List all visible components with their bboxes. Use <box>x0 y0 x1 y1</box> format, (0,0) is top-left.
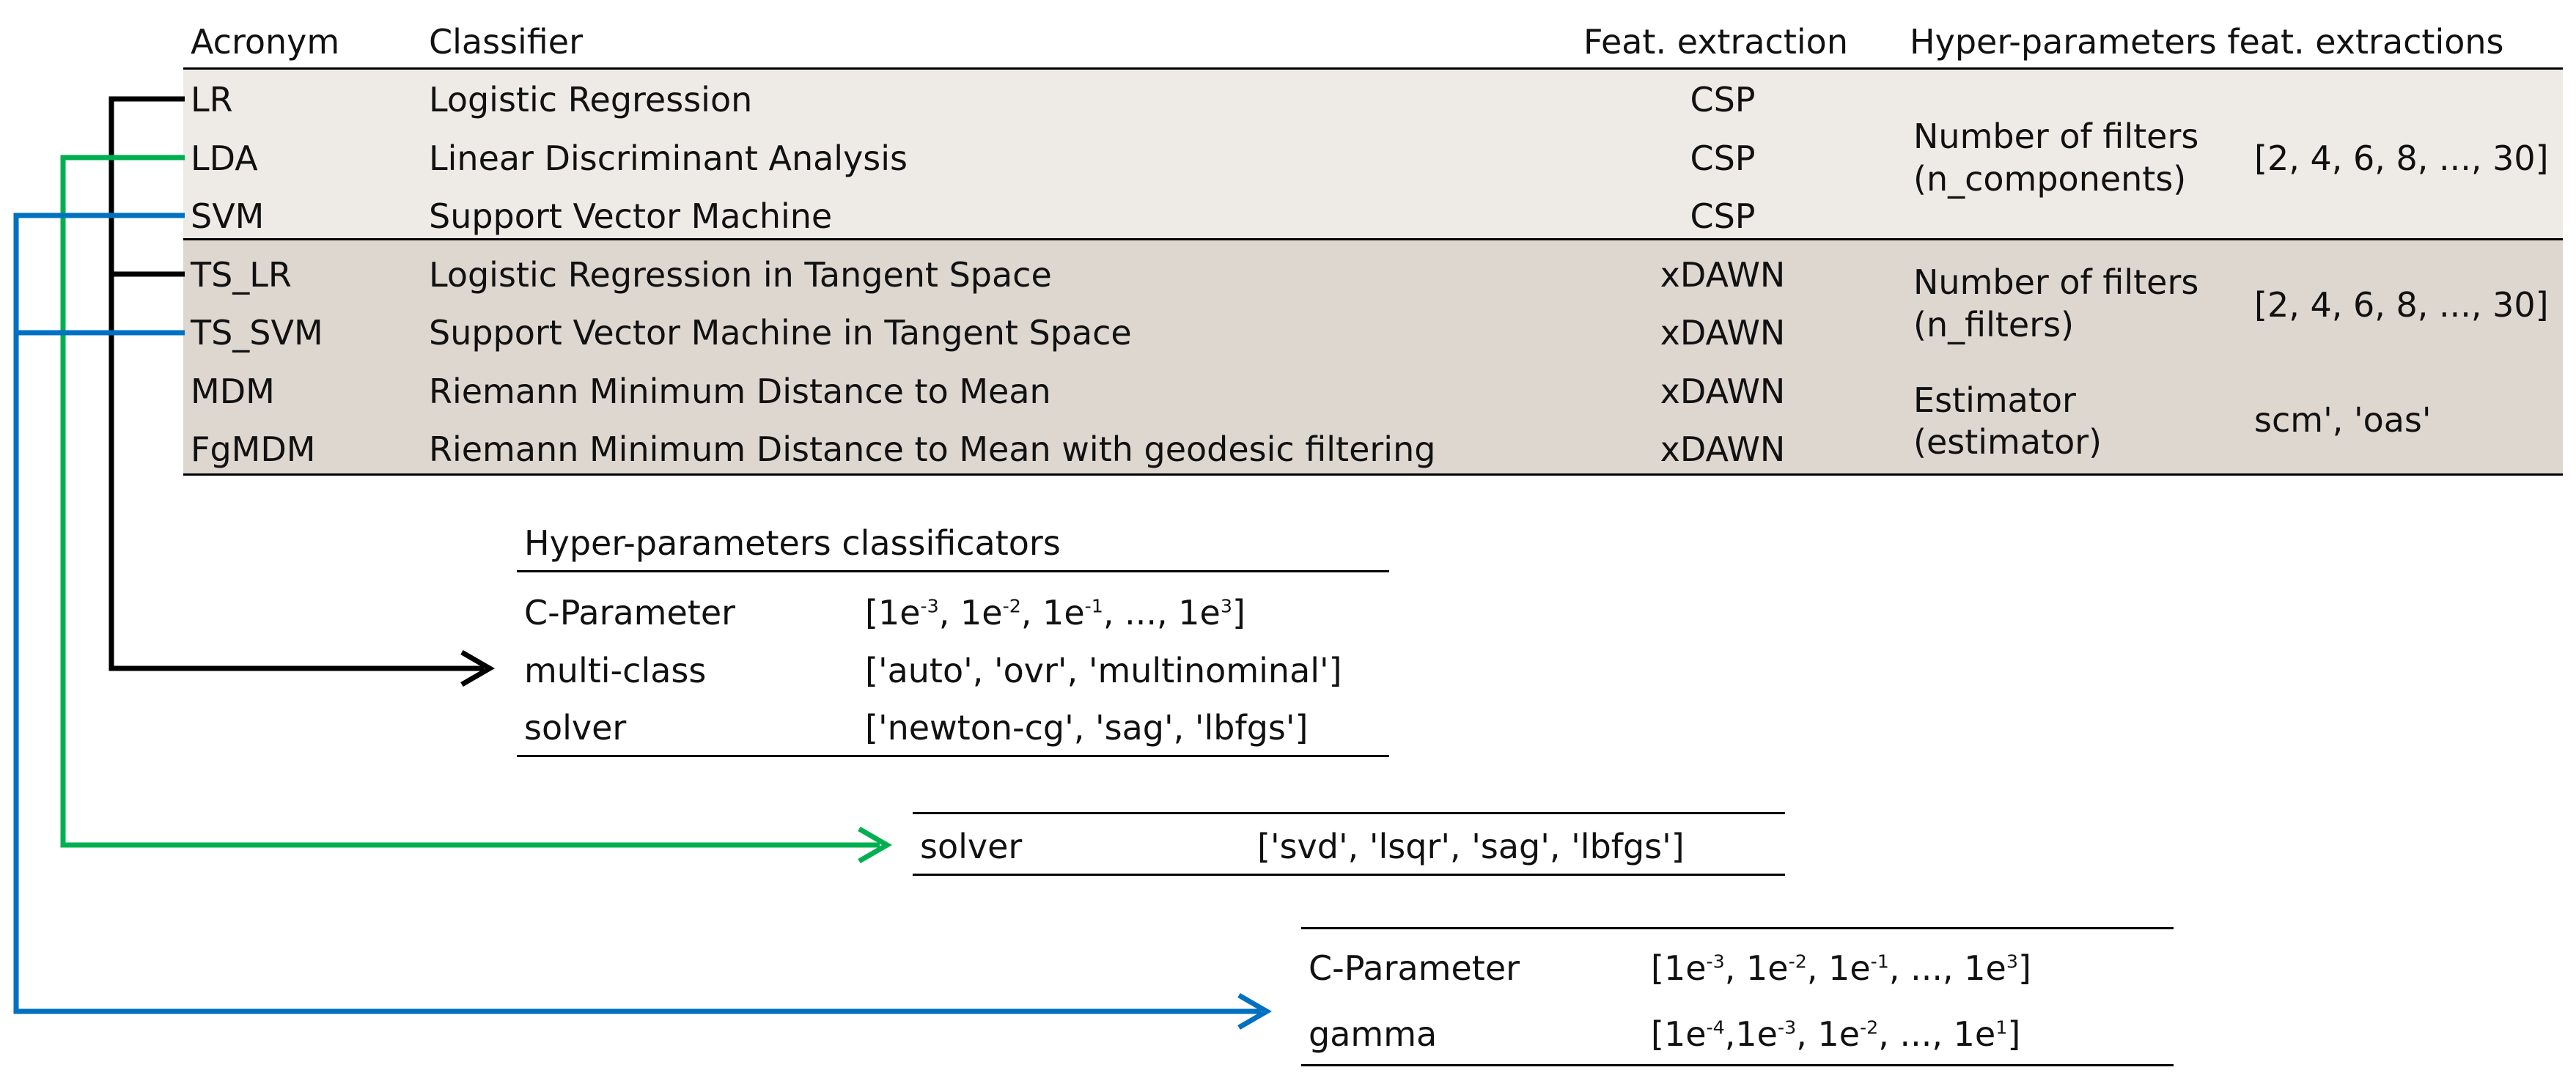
classifier-cell: Riemann Minimum Distance to Mean <box>429 372 1051 411</box>
hyper-group-name: Number of filters <box>1913 262 2199 302</box>
lr-connector <box>108 96 495 687</box>
acronym-cell: SVM <box>191 196 265 236</box>
classifier-cell: Support Vector Machine <box>429 196 833 236</box>
feat-cell: xDAWN <box>1660 372 1786 411</box>
acronym-cell: MDM <box>191 372 275 411</box>
classifier-cell: Logistic Regression <box>429 80 753 119</box>
feat-cell: xDAWN <box>1660 429 1786 469</box>
feat-cell: xDAWN <box>1660 255 1786 295</box>
header-feat-extraction: Feat. extraction <box>1583 22 1848 62</box>
hyper-group-name-sub: (estimator) <box>1913 422 2102 462</box>
hyper-group-values: [2, 4, 6, 8, ..., 30] <box>2254 285 2549 325</box>
main-group-rule <box>183 238 2563 240</box>
lr-table-bottom-rule <box>517 755 1389 757</box>
value-cell: [1e-3, 1e-2, 1e-1, ..., 1e3] <box>865 593 1245 632</box>
acronym-cell: LR <box>191 80 233 119</box>
feat-cell: CSP <box>1690 196 1756 236</box>
main-bottom-rule <box>183 473 2563 476</box>
svm-table-bottom-rule <box>1301 1064 2174 1066</box>
svm-table-top-rule <box>1301 927 2174 929</box>
feat-cell: CSP <box>1690 80 1756 119</box>
value-cell: ['auto', 'ovr', 'multinominal'] <box>865 651 1342 690</box>
value-cell: [1e-3, 1e-2, 1e-1, ..., 1e3] <box>1651 948 2031 988</box>
value-cell: ['svd', 'lsqr', 'sag', 'lbfgs'] <box>1257 827 1685 866</box>
main-header-rule <box>183 67 2563 70</box>
hyper-group-values: scm', 'oas' <box>2254 400 2432 440</box>
classifier-cell: Support Vector Machine in Tangent Space <box>429 313 1132 353</box>
csp-group-band <box>183 70 2563 238</box>
param-cell: solver <box>920 827 1023 866</box>
acronym-cell: TS_LR <box>191 255 292 295</box>
param-cell: solver <box>524 708 627 748</box>
svm-connector <box>13 213 1272 1030</box>
acronym-cell: TS_SVM <box>191 313 323 353</box>
classifier-cell: Riemann Minimum Distance to Mean with ge… <box>429 429 1436 469</box>
lr-table-top-rule <box>517 570 1389 572</box>
value-cell: ['newton-cg', 'sag', 'lbfgs'] <box>865 708 1309 748</box>
classifier-cell: Logistic Regression in Tangent Space <box>429 255 1052 295</box>
classifier-cell: Linear Discriminant Analysis <box>429 139 908 178</box>
acronym-cell: FgMDM <box>191 429 316 469</box>
lda-table-bottom-rule <box>913 874 1785 876</box>
param-cell: C-Parameter <box>1309 948 1520 988</box>
param-cell: C-Parameter <box>524 593 736 632</box>
hyper-group-name: Number of filters <box>1913 117 2199 156</box>
lda-connector <box>60 155 892 864</box>
lr-table-title: Hyper-parameters classificators <box>524 523 1061 563</box>
hyper-group-name-sub: (n_components) <box>1913 159 2187 199</box>
xdawn-group-band <box>183 240 2563 474</box>
acronym-cell: LDA <box>191 139 258 178</box>
hyper-group-values: [2, 4, 6, 8, ..., 30] <box>2254 139 2549 178</box>
value-cell: [1e-4,1e-3, 1e-2, ..., 1e1] <box>1651 1014 2021 1054</box>
hyper-group-name-sub: (n_filters) <box>1913 305 2075 344</box>
param-cell: multi-class <box>524 651 707 690</box>
lda-table-top-rule <box>913 812 1785 814</box>
header-classifier: Classifier <box>429 22 583 62</box>
feat-cell: xDAWN <box>1660 313 1786 353</box>
header-hyperparams: Hyper-parameters feat. extractions <box>1910 22 2504 62</box>
header-acronym: Acronym <box>191 22 340 62</box>
feat-cell: CSP <box>1690 139 1756 178</box>
param-cell: gamma <box>1309 1014 1438 1054</box>
hyper-group-name: Estimator <box>1913 380 2076 420</box>
